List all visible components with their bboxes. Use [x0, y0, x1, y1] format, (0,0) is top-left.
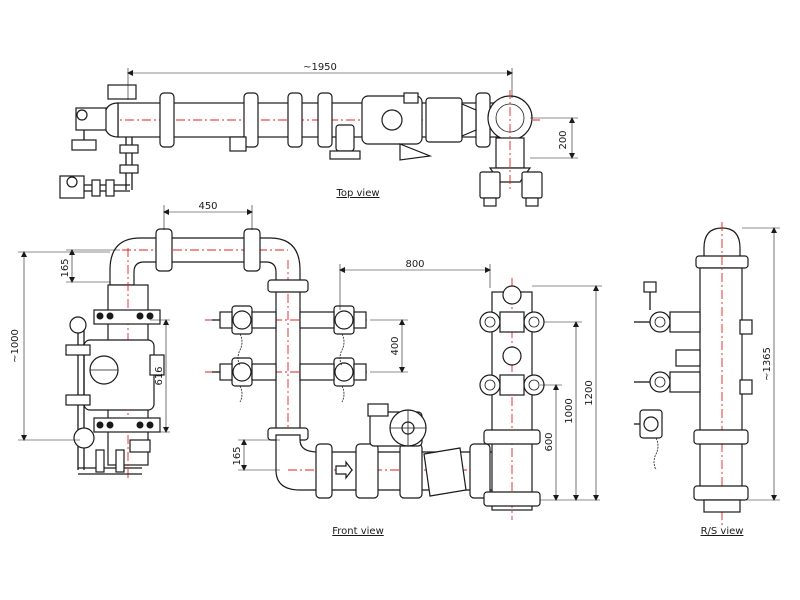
front-check-valve	[423, 447, 467, 497]
top-length-dim: ~1950	[303, 62, 337, 73]
front-offset-bottom-dim: 165	[232, 446, 243, 465]
front-pitch-dim: 800	[405, 259, 424, 270]
front-gate-valve	[367, 403, 427, 447]
front-upper-loop	[109, 237, 301, 286]
front-height-left-dim: ~1000	[10, 329, 21, 363]
rs-view-label: R/S view	[701, 526, 744, 537]
top-right-tee	[479, 90, 543, 207]
front-1000-dim: 1000	[564, 398, 575, 423]
rs-valves	[634, 281, 753, 471]
top-check-valve	[425, 97, 477, 143]
rs-height-dim: ~1365	[762, 347, 773, 381]
front-pressure-gauge-top	[502, 285, 522, 305]
top-gate-valve	[361, 92, 433, 161]
front-width-dim: 450	[198, 201, 217, 212]
front-600-dim: 600	[544, 432, 555, 451]
rs-riser	[699, 267, 743, 489]
front-offset-top-dim: 165	[60, 258, 71, 277]
front-pressure-gauge-bottom	[502, 346, 522, 366]
top-couplings	[159, 92, 491, 148]
front-trim-piping	[65, 316, 151, 475]
top-view-label: Top view	[335, 188, 379, 199]
top-offset-dim: 200	[558, 130, 569, 149]
front-view: 450 800 ~1000 165 616 400 165 600 1000	[10, 201, 602, 537]
front-right-standpipe	[479, 278, 545, 520]
rs-view: ~1365 R/S view	[634, 222, 780, 537]
top-fitting	[335, 124, 355, 152]
front-alarm-valve	[83, 309, 165, 433]
top-left-valve-assembly	[59, 107, 139, 199]
front-400-dim: 400	[390, 336, 401, 355]
front-1200-dim: 1200	[584, 380, 595, 405]
top-left-cap	[107, 84, 137, 100]
front-landing-valves	[205, 305, 370, 403]
front-616-dim: 616	[154, 366, 165, 385]
front-view-label: Front view	[332, 526, 384, 537]
top-view: ~1950 200 Top view	[59, 62, 578, 207]
top-stub	[229, 136, 247, 152]
